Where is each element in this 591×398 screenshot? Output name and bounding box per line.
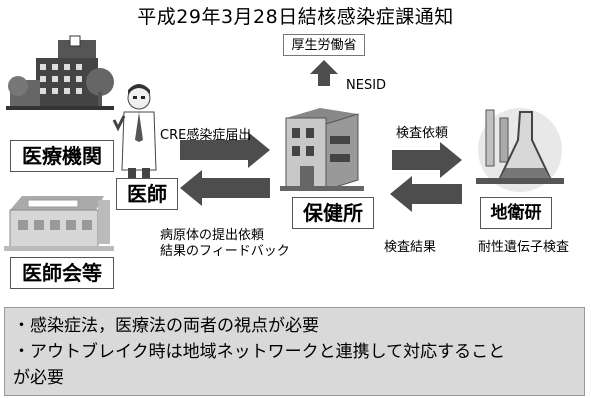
test-result-label: 検査結果 <box>384 240 437 255</box>
health-center-building-icon <box>280 108 364 191</box>
office-building-icon <box>4 196 114 251</box>
arrow-up <box>310 60 338 86</box>
note-line: ・感染症法，医療法の両者の視点が必要 <box>13 316 319 336</box>
arrow-health-center-to-doctor <box>180 170 270 206</box>
doctor-icon <box>112 84 157 182</box>
note-line: が必要 <box>13 368 64 388</box>
resistance-test-label: 耐性遺伝子検査 <box>478 240 570 255</box>
notes-box: ・感染症法，医療法の両者の視点が必要 ・アウトブレイク時は地域ネットワークと連携… <box>4 307 585 396</box>
nesid-label: NESID <box>346 78 387 93</box>
pathogen-request-label-2: 結果のフィードバック <box>160 244 290 259</box>
arrow-lab-to-health-center <box>390 176 462 212</box>
arrow-doctor-to-health-center <box>180 132 270 168</box>
note-line: ・アウトブレイク時は地域ネットワークと連携して対応すること <box>13 342 506 362</box>
local-institute-label: 地衛研 <box>480 197 552 229</box>
health-center-label: 保健所 <box>292 197 374 229</box>
medical-institution-label: 医療機関 <box>10 140 114 172</box>
medical-association-label: 医師会等 <box>10 257 114 289</box>
doctor-label: 医師 <box>116 178 178 210</box>
page-title: 平成29年3月28日結核感染症課通知 <box>137 6 454 28</box>
arrow-health-center-to-lab <box>392 142 462 178</box>
test-request-label: 検査依頼 <box>396 126 449 141</box>
mhlw-box: 厚生労働省 <box>283 34 365 56</box>
cre-report-label: CRE感染症届出 <box>160 128 252 143</box>
hospital-icon <box>6 35 114 110</box>
lab-flask-icon <box>476 108 564 192</box>
pathogen-request-label-1: 病原体の提出依頼 <box>160 228 265 243</box>
